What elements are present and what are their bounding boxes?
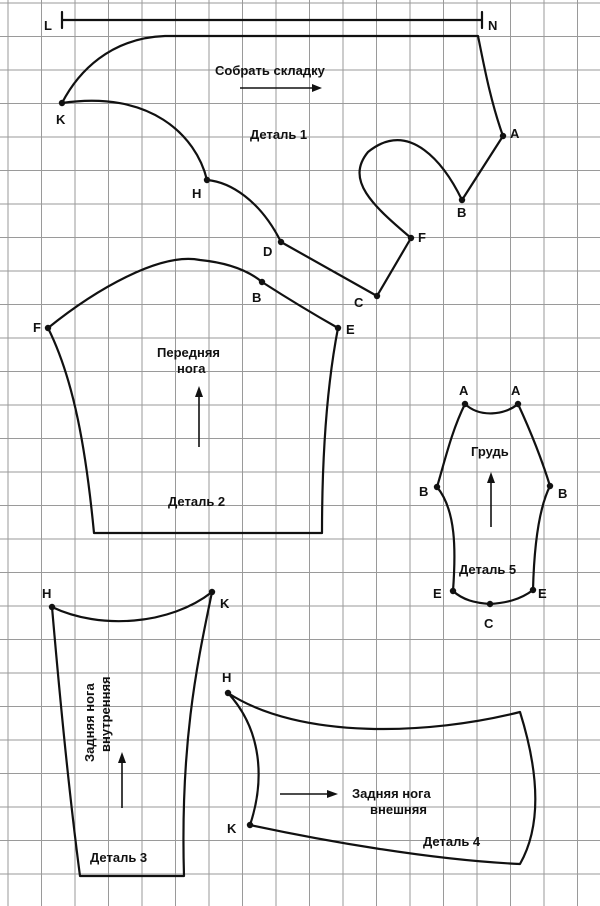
detail-5-caption: Деталь 5 (459, 562, 516, 577)
grain-arrow-head-detail5 (487, 472, 495, 483)
label-l: L (44, 18, 52, 33)
label-h-detail3: H (42, 586, 51, 601)
label-b-left-detail5: B (419, 484, 428, 499)
detail-3-caption: Деталь 3 (90, 850, 147, 865)
point-a-right-detail5 (514, 400, 522, 408)
point-c-detail5 (486, 600, 494, 608)
detail-3-outline (50, 590, 214, 878)
detail-5: A A B B E E C Грудь Деталь 5 (419, 383, 567, 631)
label-c-detail1: C (354, 295, 364, 310)
label-a-left-detail5: A (459, 383, 469, 398)
point-f-detail2 (44, 324, 52, 332)
label-k-detail3: K (220, 596, 230, 611)
point-b-left-detail5 (433, 483, 441, 491)
grain-arrow-head-detail3 (118, 752, 126, 763)
point-e-left-detail5 (449, 587, 457, 595)
label-k-detail4: K (227, 821, 237, 836)
detail-1-outline (60, 34, 505, 298)
detail-2-outline (46, 257, 340, 535)
label-h-detail1: H (192, 186, 201, 201)
label-a-right-detail5: A (511, 383, 521, 398)
fold-note: Собрать складку (215, 63, 326, 78)
point-h-detail1 (203, 176, 211, 184)
label-c-detail5: C (484, 616, 494, 631)
grain-arrow-head-detail2 (195, 386, 203, 397)
point-k-detail1 (58, 99, 66, 107)
label-f-detail2: F (33, 320, 41, 335)
detail-4-title-line2: внешняя (370, 802, 427, 817)
label-e-left-detail5: E (433, 586, 442, 601)
label-n: N (488, 18, 497, 33)
label-b-right-detail5: B (558, 486, 567, 501)
point-e-detail2 (334, 324, 342, 332)
point-e-right-detail5 (529, 586, 537, 594)
point-f-detail1 (407, 234, 415, 242)
point-a-detail1 (499, 132, 507, 140)
label-a-detail1: A (510, 126, 520, 141)
detail-1: L N K A H B D F C Собрать складку Деталь… (44, 10, 520, 310)
detail-2-title-line1: Передняя (157, 345, 220, 360)
detail-3-title-line1: Задняя нога (82, 683, 97, 762)
point-h-detail3 (48, 603, 56, 611)
detail-4-outline (226, 691, 537, 866)
grain-arrow-head-detail4 (327, 790, 338, 798)
point-b-right-detail5 (546, 482, 554, 490)
label-d-detail1: D (263, 244, 272, 259)
label-e-detail2: E (346, 322, 355, 337)
label-b-detail2: B (252, 290, 261, 305)
detail-4: H K Задняя нога внешняя Деталь 4 (222, 670, 537, 866)
label-h-detail4: H (222, 670, 231, 685)
point-h-detail4 (224, 689, 232, 697)
label-k-detail1: K (56, 112, 66, 127)
point-k-detail3 (208, 588, 216, 596)
detail-2-title-line2: нога (177, 361, 206, 376)
detail-3: H K Задняя нога внутренняя Деталь 3 (42, 586, 230, 878)
point-k-detail4 (246, 821, 254, 829)
label-e-right-detail5: E (538, 586, 547, 601)
label-f-detail1: F (418, 230, 426, 245)
detail-3-title-line2: внутренняя (98, 676, 113, 752)
detail-5-title: Грудь (471, 444, 509, 459)
point-a-left-detail5 (461, 400, 469, 408)
fold-arrow-head (312, 84, 322, 92)
detail-1-caption: Деталь 1 (250, 127, 307, 142)
detail-2-caption: Деталь 2 (168, 494, 225, 509)
point-b-detail1 (458, 196, 466, 204)
point-b-detail2 (258, 278, 266, 286)
point-d-detail1 (277, 238, 285, 246)
detail-4-title-line1: Задняя нога (352, 786, 431, 801)
label-b-detail1: B (457, 205, 466, 220)
detail-2: F B E Передняя нога Деталь 2 (33, 257, 355, 535)
detail-4-caption: Деталь 4 (423, 834, 481, 849)
point-c-detail1 (373, 292, 381, 300)
